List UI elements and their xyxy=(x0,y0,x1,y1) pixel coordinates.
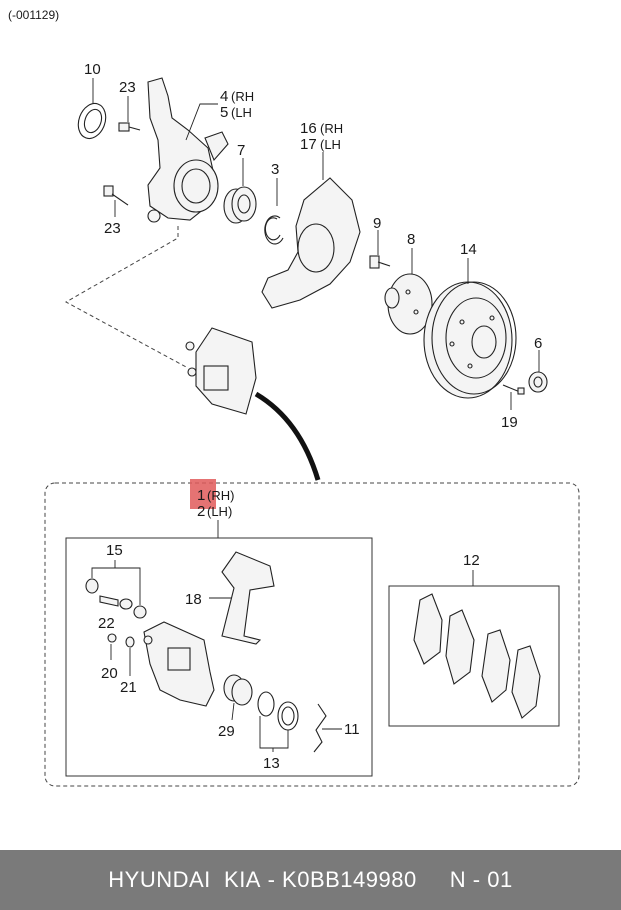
label-17-side: (LH xyxy=(320,137,341,152)
label-5: 5 xyxy=(220,104,228,121)
part-15-guide-pins xyxy=(85,578,147,619)
label-5-side: (LH xyxy=(231,105,252,120)
label-18: 18 xyxy=(185,591,202,608)
label-14: 14 xyxy=(460,241,477,258)
label-20: 20 xyxy=(101,665,118,682)
label-6: 6 xyxy=(534,335,542,352)
part-9-hub-bolt xyxy=(369,230,391,269)
caliper-body xyxy=(143,621,215,707)
part-23-bolt-lower xyxy=(103,185,129,217)
part-14-disc xyxy=(423,258,517,399)
label-7: 7 xyxy=(237,142,245,159)
label-22: 22 xyxy=(98,615,115,632)
label-10: 10 xyxy=(84,61,101,78)
label-12: 12 xyxy=(463,552,480,569)
exploded-brake-diagram: (-001129) 10 23 4 (RH 5 (LH 23 7 xyxy=(8,8,580,787)
part-29-piston xyxy=(223,674,253,721)
label-8: 8 xyxy=(407,231,415,248)
footer-part-number: K0BB149980 xyxy=(282,867,417,892)
kit-outline xyxy=(44,482,580,787)
label-29: 29 xyxy=(218,723,235,740)
label-1-side: (RH) xyxy=(207,488,234,503)
label-1: 1 xyxy=(197,487,205,504)
part-12-brake-pads xyxy=(413,593,541,719)
footer-bar: HYUNDAI KIA - K0BB149980 N - 01 xyxy=(0,850,621,910)
part-23-bolt-top xyxy=(118,96,141,132)
label-4-side: (RH xyxy=(231,89,254,104)
label-15: 15 xyxy=(106,542,123,559)
part-3-snap-ring xyxy=(264,178,284,245)
diagram-code: (-001129) xyxy=(8,8,59,22)
label-2: 2 xyxy=(197,503,205,520)
footer-page: N - 01 xyxy=(449,867,513,892)
part-4-5-knuckle xyxy=(147,77,229,223)
label-2-side: (LH) xyxy=(207,504,232,519)
part-13-seals xyxy=(257,691,299,752)
part-7-bearing xyxy=(223,158,257,224)
label-9: 9 xyxy=(373,215,381,232)
part-20-21-bleeder xyxy=(107,633,135,676)
label-21: 21 xyxy=(120,679,137,696)
caliper-box xyxy=(65,537,373,777)
part-19-screw xyxy=(502,384,525,410)
label-23-top: 23 xyxy=(119,79,136,96)
label-13: 13 xyxy=(263,755,280,772)
label-23-lower: 23 xyxy=(104,220,121,237)
label-17: 17 xyxy=(300,136,317,153)
caliper-assembly-upper xyxy=(185,327,257,415)
label-11: 11 xyxy=(344,721,360,738)
part-10-seal xyxy=(77,78,107,140)
part-8-hub xyxy=(384,248,433,335)
part-11-clip xyxy=(313,703,342,753)
label-16-side: (RH xyxy=(320,121,343,136)
label-16: 16 xyxy=(300,120,317,137)
part-18-carrier xyxy=(209,551,275,645)
pad-box xyxy=(388,585,560,727)
dashed-connector xyxy=(64,226,189,369)
footer-brand: HYUNDAI KIA xyxy=(108,867,261,892)
footer-gap xyxy=(417,867,450,893)
part-6-nut xyxy=(528,350,548,393)
highlight-marker xyxy=(190,479,216,509)
part-16-17-dust-cover xyxy=(261,152,361,309)
kit-arrow xyxy=(254,391,321,481)
footer-separator: - xyxy=(260,867,283,892)
label-19: 19 xyxy=(501,414,518,431)
label-3: 3 xyxy=(271,161,279,178)
label-4: 4 xyxy=(220,88,228,105)
